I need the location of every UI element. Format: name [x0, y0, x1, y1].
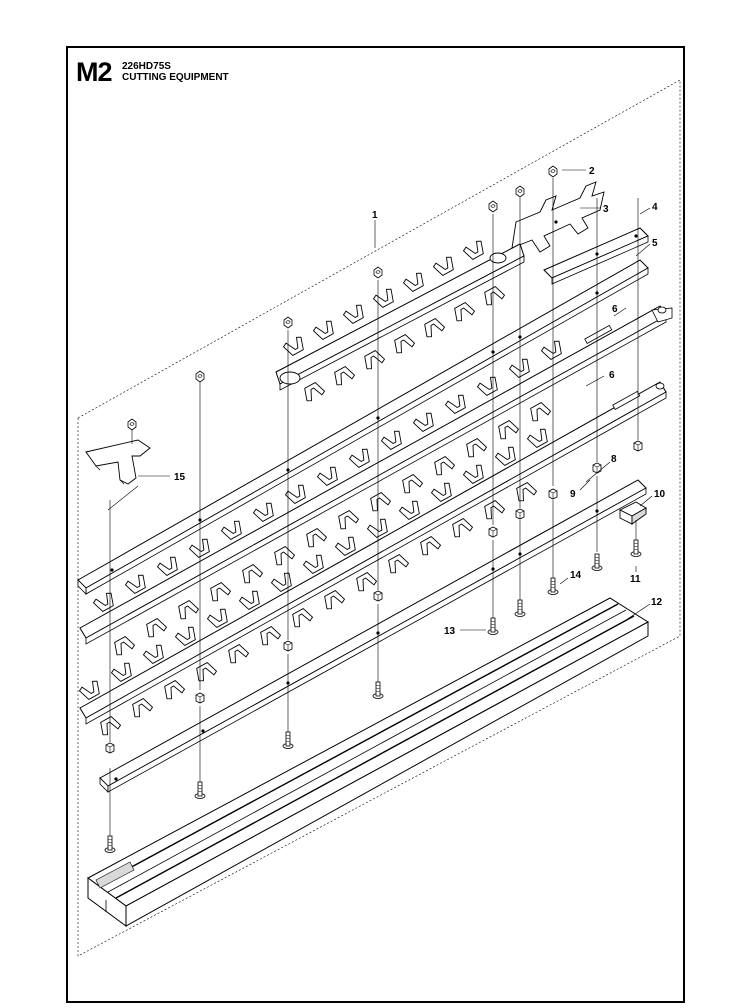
section-code: M2 [76, 57, 113, 87]
assembly-boundary [77, 79, 681, 957]
model-number: 226HD75S [122, 61, 171, 72]
part-6-upper-blade [79, 305, 673, 658]
part-10-bracket [618, 501, 647, 525]
label-part-1: 1 [372, 210, 378, 221]
label-part-6-upper: 6 [612, 304, 618, 315]
label-part-11: 11 [630, 574, 641, 585]
label-part-6-lower: 6 [609, 370, 615, 381]
label-part-4: 4 [652, 202, 658, 213]
label-part-12: 12 [651, 597, 663, 608]
leader-lines [138, 169, 653, 631]
part-15-holder [85, 439, 151, 485]
part-1-top-blade [275, 238, 525, 404]
label-part-15: 15 [174, 472, 186, 483]
callout-labels: 1 2 3 4 5 6 6 8 9 10 11 12 13 14 15 [174, 166, 666, 637]
fastener-spacers [105, 440, 643, 754]
label-part-8: 8 [611, 454, 617, 465]
label-part-3: 3 [603, 204, 609, 215]
label-part-2: 2 [589, 166, 595, 177]
part-5-upper-bar [77, 259, 649, 595]
label-part-14: 14 [570, 570, 582, 581]
label-part-10: 10 [654, 489, 666, 500]
assembly-lines [107, 178, 639, 836]
part-4-plate [543, 227, 649, 285]
part-8-lower-bar [99, 479, 647, 793]
label-part-13: 13 [444, 626, 456, 637]
part-3-blade-section [511, 181, 605, 253]
part-6-lower-blade [78, 381, 667, 738]
label-part-5: 5 [652, 238, 658, 249]
label-part-9: 9 [570, 489, 576, 500]
part-12-blade-guard [87, 597, 649, 927]
section-title: CUTTING EQUIPMENT [122, 72, 229, 83]
